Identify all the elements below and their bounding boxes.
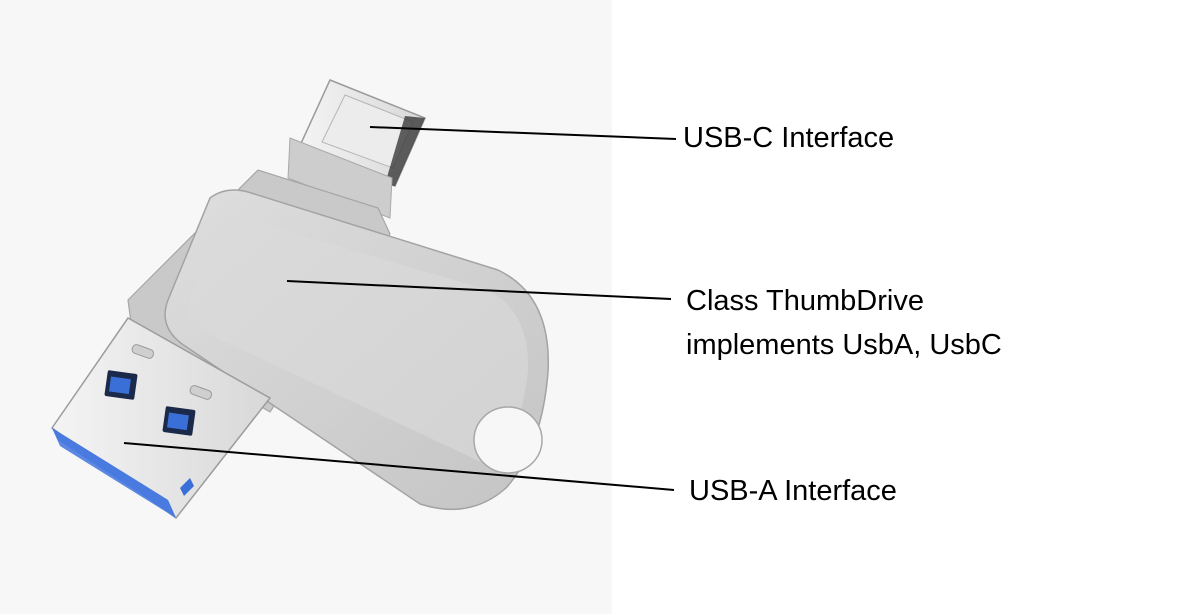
leader-lines [123,126,677,491]
thumbdrive-class-label: Class ThumbDrive implements UsbA, UsbC [686,279,1002,367]
usb-c-connector [287,79,426,219]
leader-line-usb-a [123,442,675,491]
usb-c-interface-label: USB-C Interface [683,116,894,160]
usb-a-interface-label: USB-A Interface [689,469,897,513]
leader-line-usb-c [369,126,677,140]
usb-a-label-text: USB-A Interface [689,475,897,507]
usb-c-label-text: USB-C Interface [683,122,895,154]
usb-a-connector [50,317,272,520]
thumbdrive-label-line-2: implements UsbA, UsbC [686,329,1002,361]
leader-line-thumbdrive [286,280,672,300]
swivel-cap [164,189,550,511]
thumbdrive-label-line-1: Class ThumbDrive [686,285,924,317]
